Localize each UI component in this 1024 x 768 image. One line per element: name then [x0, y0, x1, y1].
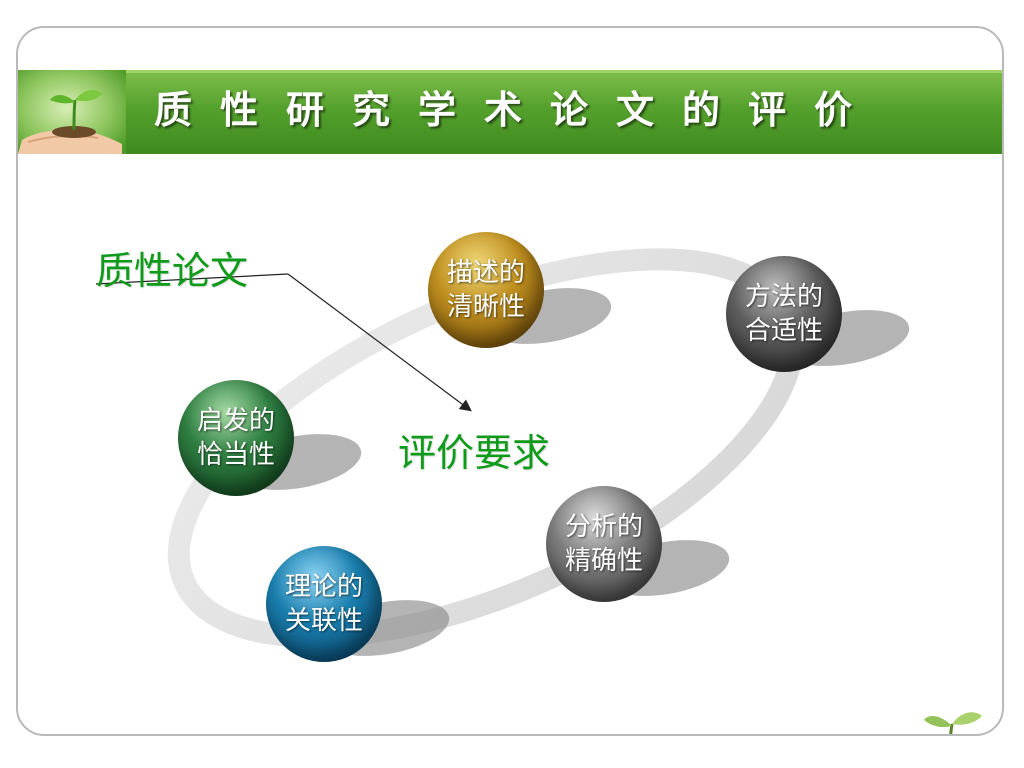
source-underline [95, 273, 289, 285]
title-banner [18, 70, 1002, 154]
node-line1: 描述的 [446, 258, 525, 288]
node-line2: 清晰性 [446, 292, 525, 322]
node-method-suitability: 方法的 合适性 [726, 256, 842, 372]
node-line1: 启发的 [196, 406, 275, 436]
node-describe-clarity: 描述的 清晰性 [428, 232, 544, 348]
node-line2: 恰当性 [196, 440, 275, 470]
node-line2: 合适性 [744, 316, 823, 346]
sprout-icon [924, 712, 982, 734]
hand-sprout-icon [18, 70, 126, 154]
node-line2: 关联性 [284, 606, 363, 636]
slide-frame: 质性研究学术论文的评价 [16, 26, 1004, 736]
node-heuristic-appropriateness: 启发的 恰当性 [178, 380, 294, 496]
node-theory-relevance: 理论的 关联性 [266, 546, 382, 662]
banner-highlight [18, 70, 1002, 73]
node-line2: 精确性 [564, 546, 643, 576]
page-title: 质性研究学术论文的评价 [154, 88, 881, 132]
center-label: 评价要求 [398, 431, 551, 475]
link-arrow [287, 273, 472, 412]
source-label: 质性论文 [96, 249, 249, 293]
node-line1: 方法的 [744, 282, 823, 312]
node-line1: 理论的 [284, 572, 363, 602]
node-analysis-precision: 分析的 精确性 [546, 486, 662, 602]
node-line1: 分析的 [564, 512, 643, 542]
